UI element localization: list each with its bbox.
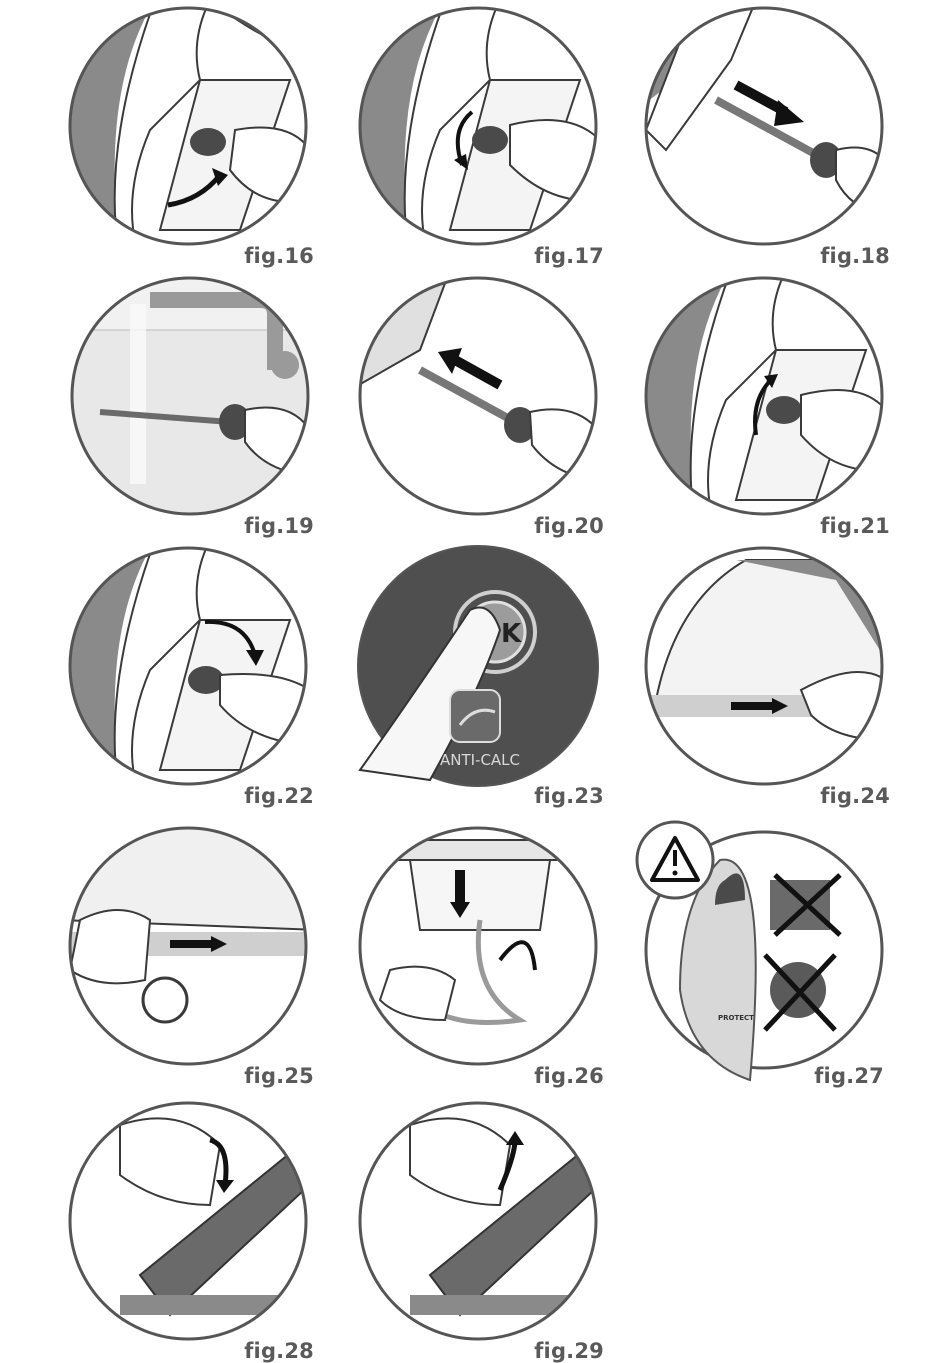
figure-caption: fig.26 — [534, 1064, 604, 1088]
valve-turn-back-illustration — [636, 270, 896, 538]
handle-clip-2-illustration — [350, 1095, 610, 1363]
figure-caption: fig.21 — [820, 514, 890, 538]
figure-27: PROTECT fig.27 — [630, 820, 890, 1088]
cassette-slide-2-illustration — [60, 820, 320, 1088]
figure-caption: fig.22 — [244, 784, 314, 808]
cord-storage-illustration — [350, 820, 610, 1088]
rod-in-illustration — [350, 270, 610, 538]
soleplate-brand-text: PROTECT — [718, 1014, 754, 1022]
rod-out-illustration — [636, 0, 896, 268]
cassette-slide-illustration — [636, 540, 896, 808]
figure-28: fig.28 — [60, 1095, 320, 1363]
figure-25: fig.25 — [60, 820, 320, 1088]
figure-caption: fig.16 — [244, 244, 314, 268]
figure-18: fig.18 — [636, 0, 896, 268]
figure-caption: fig.20 — [534, 514, 604, 538]
figure-caption: fig.23 — [534, 784, 604, 808]
figure-caption: fig.27 — [814, 1064, 884, 1088]
rinse-illustration — [60, 270, 320, 538]
valve-press-illustration — [60, 540, 320, 808]
figure-caption: fig.19 — [244, 514, 314, 538]
figure-29: fig.29 — [350, 1095, 610, 1363]
figure-20: fig.20 — [350, 270, 610, 538]
figure-caption: fig.24 — [820, 784, 890, 808]
figure-caption: fig.18 — [820, 244, 890, 268]
figure-21: fig.21 — [636, 270, 896, 538]
figure-26: fig.26 — [350, 820, 610, 1088]
figure-23: OK ANTI-CALC fig.23 — [350, 540, 610, 808]
anti-calc-label: ANTI-CALC — [440, 751, 520, 769]
soleplate-warning-illustration: PROTECT — [630, 820, 890, 1088]
figure-24: fig.24 — [636, 540, 896, 808]
figure-16: fig.16 — [60, 0, 320, 268]
figure-caption: fig.29 — [534, 1339, 604, 1363]
figure-caption: fig.28 — [244, 1339, 314, 1363]
figure-17: fig.17 — [350, 0, 610, 268]
figure-caption: fig.17 — [534, 244, 604, 268]
figure-19: fig.19 — [60, 270, 320, 538]
handle-clip-illustration — [60, 1095, 320, 1363]
valve-turn-illustration — [350, 0, 610, 268]
valve-open-illustration — [60, 0, 320, 268]
figure-caption: fig.25 — [244, 1064, 314, 1088]
figure-22: fig.22 — [60, 540, 320, 808]
ok-button-illustration: OK ANTI-CALC — [350, 540, 610, 808]
